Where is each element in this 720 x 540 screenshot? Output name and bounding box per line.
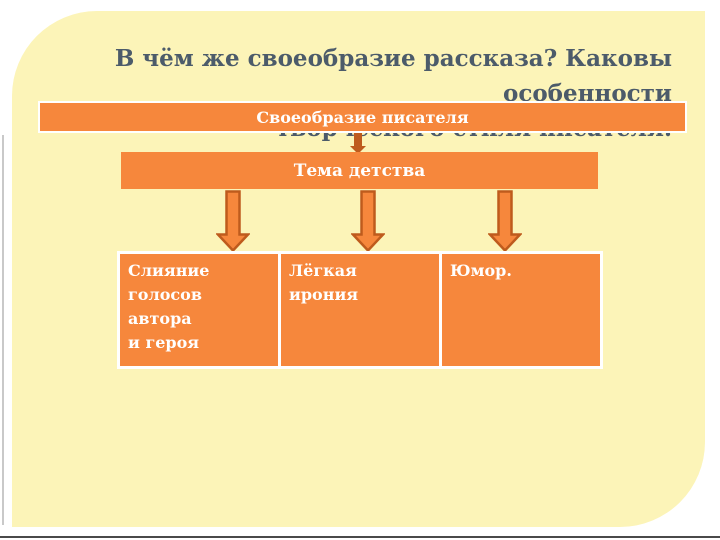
table-cell-label: Лёгкая ирония xyxy=(289,261,359,304)
down-arrow-icon xyxy=(351,190,385,252)
table-cell-merge-of-voices: Слияние голосов автора и героя xyxy=(120,254,278,366)
bottom-edge-line xyxy=(0,536,720,538)
box-writer-originality-label: Своеобразие писателя xyxy=(256,107,469,127)
outcome-table: Слияние голосов автора и героя Лёгкая ир… xyxy=(117,251,603,369)
table-cell-label: Юмор. xyxy=(450,261,512,280)
table-cell-light-irony: Лёгкая ирония xyxy=(281,254,439,366)
table-cell-humor: Юмор. xyxy=(442,254,600,366)
box-childhood-theme-label: Тема детства xyxy=(293,160,426,181)
connector-arrow-icon xyxy=(354,131,362,146)
down-arrow-icon xyxy=(488,190,522,252)
box-writer-originality: Своеобразие писателя xyxy=(38,101,687,133)
down-arrow-icon xyxy=(216,190,250,252)
box-childhood-theme: Тема детства xyxy=(121,152,598,189)
table-cell-label: Слияние голосов автора и героя xyxy=(128,261,210,352)
left-edge-line xyxy=(2,135,4,525)
connector-arrowhead-icon xyxy=(350,146,366,154)
